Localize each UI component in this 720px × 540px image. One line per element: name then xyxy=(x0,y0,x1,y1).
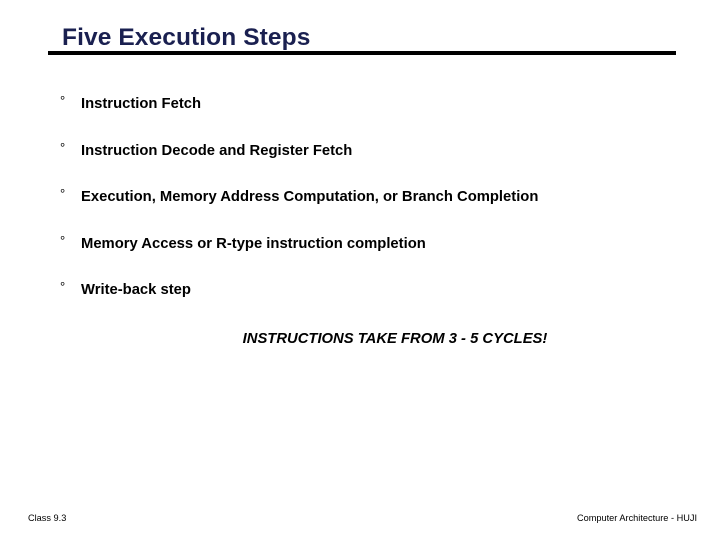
list-item-label: Write-back step xyxy=(81,282,191,299)
bullet-circle-icon: ° xyxy=(60,139,66,155)
bullet-circle-icon: ° xyxy=(60,93,66,108)
bullet-circle-icon: ° xyxy=(60,279,66,295)
bullet-circle-icon: ° xyxy=(60,186,66,202)
list-item-label: Execution, Memory Address Computation, o… xyxy=(81,189,539,206)
list-item: ° Memory Access or R-type instruction co… xyxy=(0,232,720,279)
list-item-label: Instruction Fetch xyxy=(81,96,202,112)
list-item-label: Memory Access or R-type instruction comp… xyxy=(81,235,426,252)
list-item: ° Instruction Decode and Register Fetch xyxy=(0,139,720,186)
title-underline-rule xyxy=(48,51,676,55)
footer-course-label: Computer Architecture - HUJI xyxy=(577,513,697,523)
bullet-list: ° Instruction Fetch ° Instruction Decode… xyxy=(0,92,720,325)
list-item-label: Instruction Decode and Register Fetch xyxy=(81,142,353,159)
bullet-circle-icon: ° xyxy=(60,232,66,248)
list-item: ° Instruction Fetch xyxy=(0,92,720,139)
list-item: ° Execution, Memory Address Computation,… xyxy=(0,185,720,232)
page-title: Five Execution Steps xyxy=(62,24,311,51)
emphasis-statement: INSTRUCTIONS TAKE FROM 3 - 5 CYCLES! xyxy=(242,331,548,347)
footer-class-label: Class 9.3 xyxy=(28,513,67,523)
list-item: ° Write-back step xyxy=(0,278,720,325)
